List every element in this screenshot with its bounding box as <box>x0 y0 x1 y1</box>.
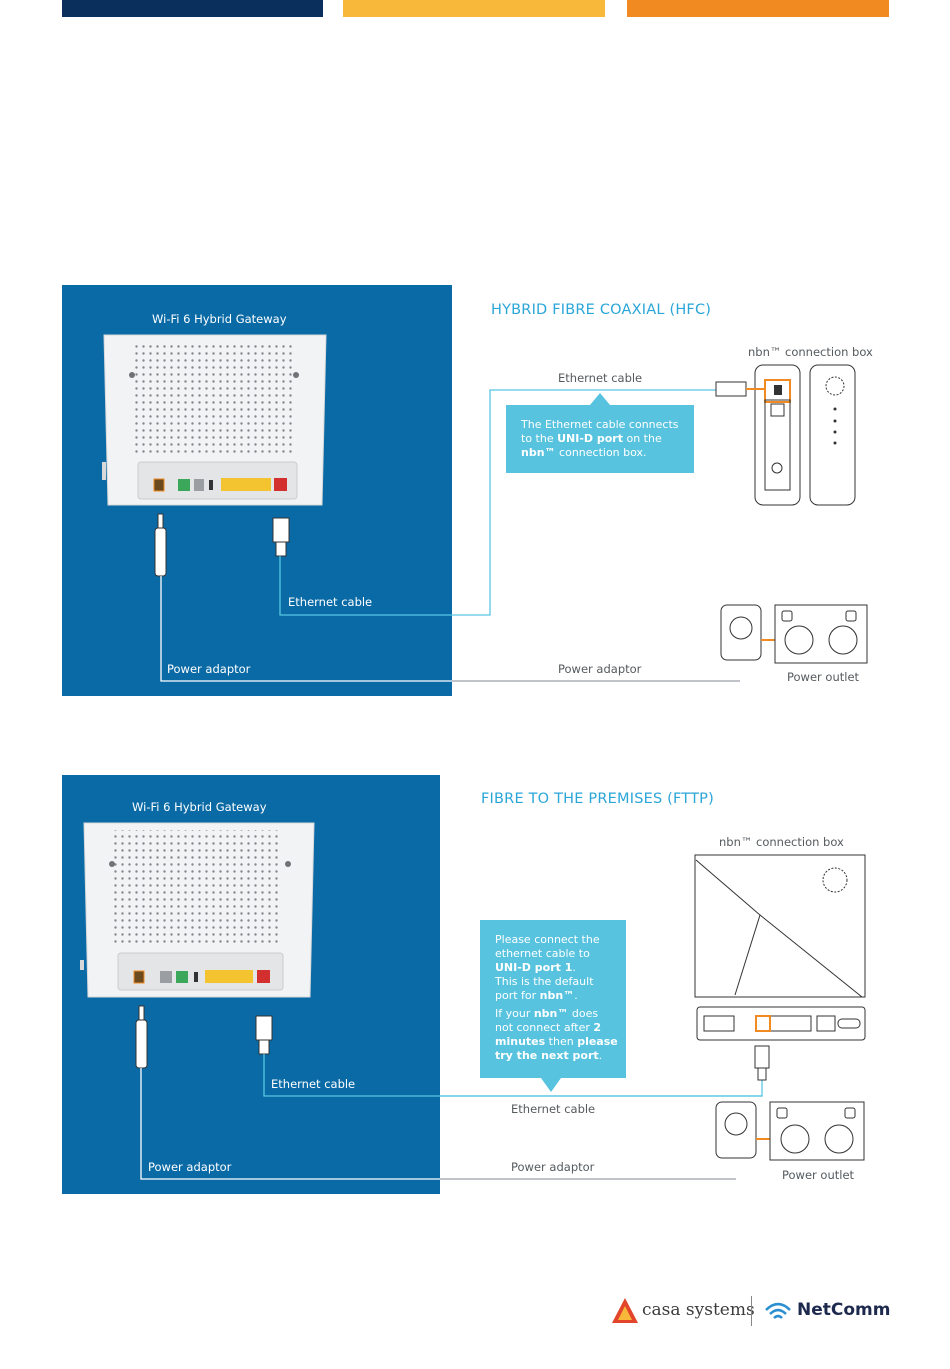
hfc-gateway-label: Wi-Fi 6 Hybrid Gateway <box>152 312 287 326</box>
hfc-power-panel-label: Power adaptor <box>167 662 251 676</box>
fttp-callout-text: . <box>574 989 578 1002</box>
fttp-section-title: FIBRE TO THE PREMISES (FTTP) <box>481 791 714 807</box>
fttp-callout-text: does <box>568 1007 599 1020</box>
casa-systems-logo-icon <box>612 1298 638 1323</box>
fttp-callout-text: then <box>545 1035 578 1048</box>
fttp-callout-text: . <box>598 1049 603 1062</box>
footer-divider <box>751 1296 752 1326</box>
hfc-callout-text: to the <box>521 432 558 445</box>
fttp-ethernet-panel-label: Ethernet cable <box>271 1077 356 1091</box>
fttp-callout-bold: please <box>577 1035 618 1048</box>
hfc-callout-line1: The Ethernet cable connects <box>521 418 679 431</box>
hfc-nbn-box-label: nbn™ connection box <box>748 345 873 359</box>
hfc-callout-text: connection box. <box>555 446 647 459</box>
fttp-power-outlet-label: Power outlet <box>782 1168 855 1182</box>
fttp-panel <box>62 775 440 1194</box>
fttp-power-panel-label: Power adaptor <box>148 1160 232 1174</box>
fttp-callout-line: ethernet cable to <box>495 947 590 960</box>
fttp-callout: Please connect the ethernet cable to UNI… <box>480 920 626 1078</box>
hfc-ethernet-top-label: Ethernet cable <box>558 371 643 385</box>
hfc-power-right-label: Power adaptor <box>558 662 642 676</box>
top-bar-orange <box>627 0 889 17</box>
hfc-power-outlet-label: Power outlet <box>787 670 860 684</box>
fttp-power-hardware <box>715 1101 865 1161</box>
netcomm-logo-icon <box>765 1302 791 1319</box>
hfc-ethernet-panel-label: Ethernet cable <box>288 595 373 609</box>
fttp-ethernet-bottom-label: Ethernet cable <box>511 1102 596 1116</box>
fttp-callout-text: If your <box>495 1007 534 1020</box>
fttp-nbn-box <box>694 854 866 1081</box>
top-bar-yellow <box>343 0 605 17</box>
netcomm-wordmark: NetComm <box>797 1300 891 1320</box>
hfc-panel <box>62 285 452 696</box>
fttp-gateway-label: Wi-Fi 6 Hybrid Gateway <box>132 800 267 814</box>
fttp-callout-bold: 2 <box>593 1021 602 1034</box>
fttp-callout-port: UNI-D port 1 <box>495 961 573 974</box>
hfc-section-title: HYBRID FIBRE COAXIAL (HFC) <box>491 302 712 318</box>
hfc-callout: The Ethernet cable connects to the UNI-D… <box>506 405 694 473</box>
fttp-callout-line: This is the default <box>495 975 594 988</box>
fttp-callout-line: Please connect the <box>495 933 600 946</box>
fttp-callout-bold: try the next port <box>495 1049 599 1062</box>
top-bar-navy <box>62 0 323 17</box>
fttp-callout-text: not connect after <box>495 1021 594 1034</box>
hfc-callout-nbn: nbn™ <box>521 446 556 459</box>
hfc-power-hardware <box>720 604 868 664</box>
casa-systems-wordmark: casa systems <box>642 1300 755 1320</box>
footer-logos: casa systems NetComm <box>610 1296 890 1328</box>
hfc-callout-text: on the <box>622 432 662 445</box>
fttp-nbn-box-label: nbn™ connection box <box>719 835 844 849</box>
hfc-nbn-box <box>715 364 856 506</box>
hfc-callout-port: UNI-D port <box>557 432 623 445</box>
fttp-callout-text: . <box>572 961 576 974</box>
fttp-callout-nbn: nbn™ <box>533 1007 569 1020</box>
fttp-power-right-label: Power adaptor <box>511 1160 595 1174</box>
fttp-callout-text: port for <box>495 989 540 1002</box>
fttp-callout-nbn: nbn™ <box>539 989 575 1002</box>
fttp-callout-bold: minutes <box>495 1035 546 1048</box>
